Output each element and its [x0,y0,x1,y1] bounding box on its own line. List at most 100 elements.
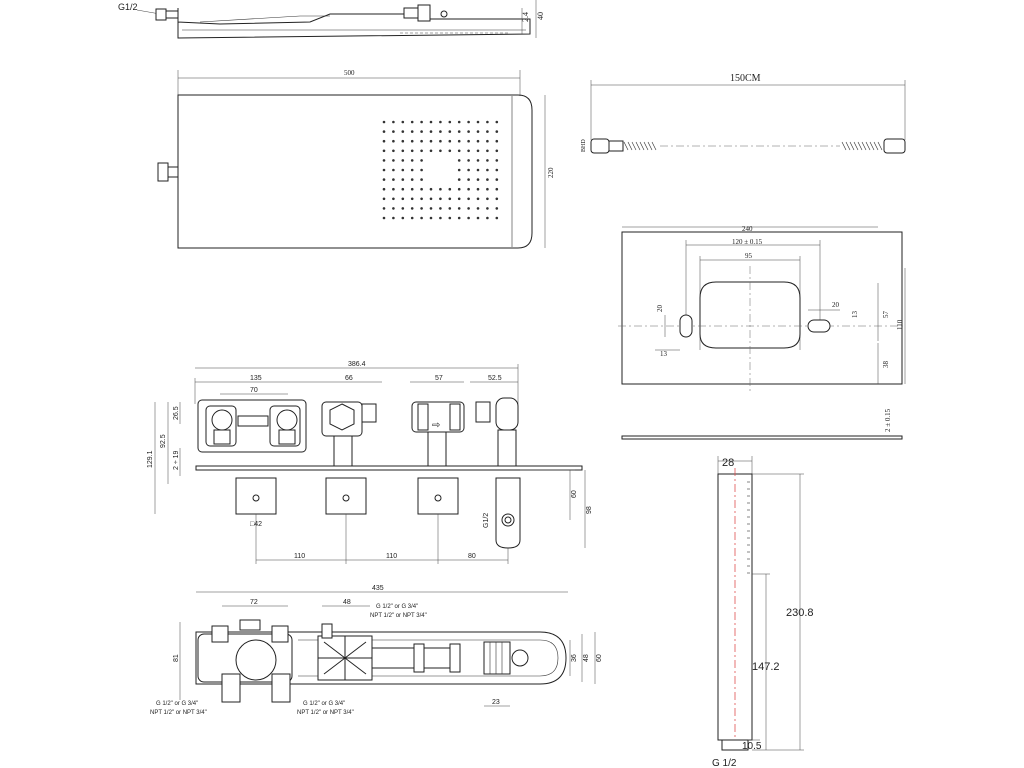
hose-rib [873,141,879,151]
nozzle [457,120,461,124]
dim-110b: 110 [386,553,397,560]
knob-right [417,477,459,515]
dim-525: 52.5 [488,375,502,382]
nozzle [439,130,442,133]
nozzle [439,207,442,210]
nozzle [429,120,433,124]
nozzle [495,168,499,172]
dim-h2: 40 [536,12,545,20]
valve-body-middle [321,401,377,467]
dim-28: 28 [722,457,734,469]
nozzle [476,159,480,162]
nozzle [495,197,499,201]
nozzle [401,139,405,143]
knob-right-screw [434,494,442,502]
dim-48t: 48 [343,599,351,606]
dim-110a: 110 [294,553,305,560]
knob-left-screw [252,494,260,502]
dim-20b: 20 [832,301,840,309]
wall-plate-outline [621,231,903,385]
left-slot [679,314,693,338]
valve-connector [237,415,269,427]
nozzle [457,187,461,191]
valve-right-port [276,409,298,431]
shower-head-side-view: G1/2 2.4 40 [118,0,545,39]
conn-bm-1: G 1/2" or G 3/4" [303,701,345,707]
nozzle [382,139,386,143]
nozzle [486,197,489,201]
hose-rib [857,141,863,151]
top-fitting [417,4,431,22]
conn-top-1: G 1/2" or G 3/4" [376,604,418,610]
nozzle [486,216,489,220]
nozzle [467,149,470,153]
wall-outlet-front: G1/2 [483,477,521,549]
dim-70: 70 [250,387,258,394]
nozzle [486,120,489,124]
nozzle [476,168,480,172]
wall-plate-edge [621,435,903,440]
valve-right-plug [278,429,296,445]
nozzle [392,216,395,220]
dim-240: 240 [742,225,753,233]
hose-rib [643,141,649,151]
nozzle [448,187,452,191]
dim-36: 36 [571,654,578,662]
hose-rib [853,141,859,151]
dim-95: 95 [745,252,753,260]
hose-rib [635,141,641,151]
nozzle [382,149,386,153]
nozzle [467,197,470,201]
hose-rib [849,141,855,151]
dim-129: 129.1 [147,450,154,468]
nozzle [429,139,433,143]
nozzle [467,159,470,162]
nozzle [420,178,423,181]
dim-386: 386.4 [348,361,366,368]
nozzle [486,130,489,133]
valve-body-left [197,399,307,453]
dim-925: 92.5 [160,434,167,448]
nozzle [495,120,499,124]
nozzle [420,130,423,133]
dim-1472: 147.2 [752,661,780,673]
nozzle [457,130,461,133]
nozzle [392,187,395,191]
arrow-icon: ⇨ [432,420,440,431]
nozzle [439,187,442,191]
nozzle [401,178,405,181]
nozzle [467,139,470,143]
nozzle [401,168,405,172]
nozzle [410,216,414,220]
hose-rib [627,141,633,151]
dim-81: 81 [173,654,180,662]
pipe-nut-2 [449,643,461,673]
diverter-side-port [361,403,377,423]
dim-13b: 13 [851,311,859,319]
nozzle [476,130,480,133]
dim-38: 38 [882,361,890,369]
nozzle [495,130,499,133]
nozzle [420,187,423,191]
nozzle [410,197,414,201]
nozzle [382,130,386,133]
side-fitting [165,10,179,19]
nozzle [410,149,414,153]
nozzle [457,159,461,162]
nozzle [448,216,452,220]
nozzle [439,120,442,124]
nozzle [420,149,423,153]
nozzle [392,159,395,162]
mounting-plate [195,465,583,471]
nozzle [401,207,405,210]
nozzle [457,178,461,181]
valve-top-cap [239,619,261,631]
nozzle [467,207,470,210]
outlet-top-box [483,641,511,675]
nozzle [429,149,433,153]
nozzle [448,149,452,153]
nozzle [495,187,499,191]
nozzle [429,130,433,133]
nozzle [392,149,395,153]
nozzle [457,139,461,143]
